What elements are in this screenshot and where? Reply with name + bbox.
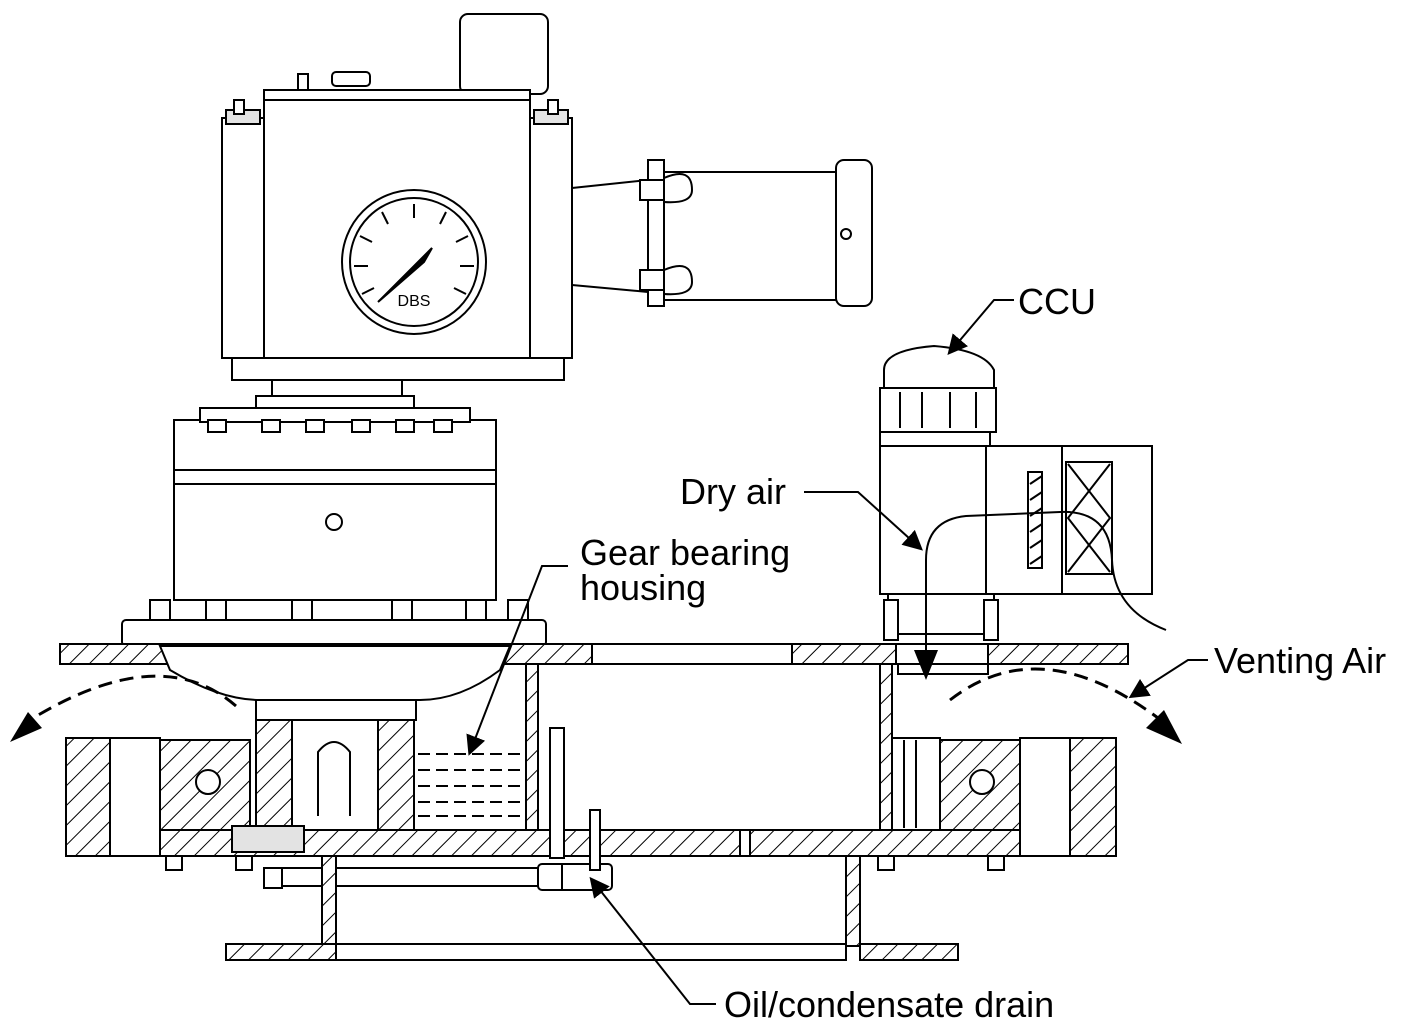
label-oil-drain: Oil/condensate drain [724, 984, 1054, 1025]
lower-bearing-housing [65, 663, 1117, 961]
label-ccu: CCU [1018, 281, 1096, 322]
gear-bearing-housing-block [121, 407, 547, 647]
venting-air-arrow-left [29, 674, 237, 722]
label-gear-bearing-line1: Gear bearing [580, 532, 790, 573]
pressure-gauge: DBS [341, 189, 487, 335]
gearbox-motor-assembly [221, 13, 873, 411]
ccu-unit [879, 344, 1153, 675]
label-venting-air: Venting Air [1214, 640, 1386, 681]
label-gear-bearing-line2: housing [580, 567, 706, 608]
gauge-label: DBS [398, 293, 431, 310]
label-dry-air: Dry air [680, 471, 786, 512]
dry-air-flow-arrow [925, 510, 1167, 670]
leader-lines [466, 299, 1208, 1005]
venting-air-arrow-right [949, 667, 1159, 720]
